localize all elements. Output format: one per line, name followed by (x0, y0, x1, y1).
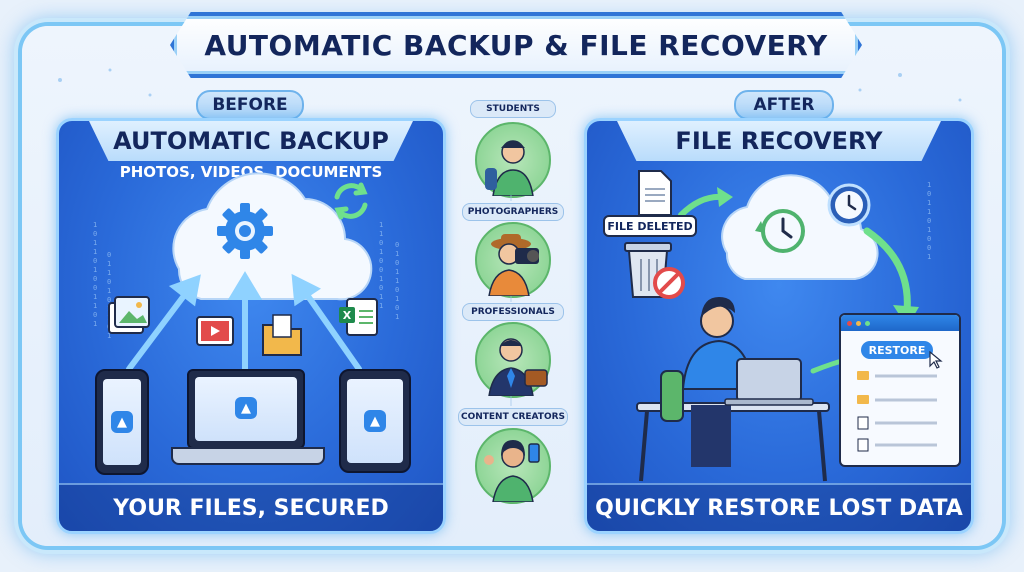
after-tag-label: AFTER (753, 95, 815, 115)
user-label-professionals: PROFESSIONALS (462, 303, 564, 321)
upload-arrows (126, 271, 362, 372)
file-deleted-text: FILE DELETED (607, 219, 693, 233)
binary-column: 0 1 0 1 1 0 1 0 1 (395, 241, 400, 321)
professional-avatar (475, 322, 551, 398)
tablet-device: ▲ (339, 369, 411, 473)
person-at-laptop (636, 297, 857, 482)
recovery-illustration (624, 170, 919, 482)
laptop-device: ▲ (187, 369, 305, 449)
user-label-content-creators: CONTENT CREATORS (458, 408, 568, 426)
laptop-base (171, 447, 325, 465)
cloud-upload-icon: ▲ (364, 410, 386, 432)
photo-file-icon (108, 296, 150, 334)
content-creator-avatar (475, 428, 551, 504)
document-icon (638, 170, 672, 216)
transfer-arrow (678, 193, 726, 218)
svg-text:X: X (343, 309, 352, 322)
restore-button[interactable]: RESTORE (861, 341, 933, 359)
title-banner: AUTOMATIC BACKUP & FILE RECOVERY (170, 12, 862, 78)
binary-column: 1 0 1 1 0 1 0 0 1 1 0 1 (93, 221, 98, 328)
folder-icon (857, 371, 869, 380)
binary-column: 1 0 1 1 0 1 0 0 1 (927, 181, 932, 261)
cloud-upload-icon: ▲ (111, 411, 133, 433)
recovery-footer: QUICKLY RESTORE LOST DATA (587, 483, 971, 531)
professional-icon (488, 338, 548, 397)
document-icon (857, 416, 869, 430)
photographer-icon (488, 234, 539, 297)
blocked-icon (653, 267, 685, 299)
page-title: AUTOMATIC BACKUP & FILE RECOVERY (204, 28, 828, 62)
backup-panel: AUTOMATIC BACKUP PHOTOS, VIDEOS, DOCUMEN… (56, 118, 446, 534)
restore-window: RESTORE (839, 313, 961, 467)
photographer-avatar (475, 222, 551, 298)
phone-device: ▲ (95, 369, 149, 475)
video-file-icon (196, 316, 234, 346)
user-label-photographers: PHOTOGRAPHERS (462, 203, 564, 221)
before-tag-label: BEFORE (212, 95, 288, 115)
cloud-upload-icon: ▲ (235, 397, 257, 419)
restore-arrow (863, 227, 911, 315)
window-dot-icon (865, 320, 870, 326)
content-creator-icon (484, 440, 540, 503)
student-avatar (475, 122, 551, 198)
sync-icon (334, 182, 368, 220)
file-deleted-label: FILE DELETED (603, 215, 697, 237)
cursor-icon (929, 351, 943, 369)
window-dot-icon (856, 320, 861, 326)
binary-column: 1 1 0 1 0 0 1 0 1 1 (379, 221, 384, 310)
student-icon (485, 140, 534, 197)
folder-icon (262, 314, 302, 356)
window-titlebar (841, 315, 959, 331)
recovery-panel: FILE RECOVERY 1 0 1 1 0 1 0 0 1 (584, 118, 974, 534)
backup-illustration: X (108, 172, 378, 372)
restore-button-label: RESTORE (868, 343, 926, 357)
backup-subheading: PHOTOS, VIDEOS, DOCUMENTS (119, 163, 383, 181)
cloud-icon (172, 172, 373, 301)
document-icon (857, 438, 869, 452)
window-dot-icon (847, 320, 852, 326)
spreadsheet-file-icon: X (339, 298, 378, 336)
gear-icon (217, 203, 273, 259)
after-tag: AFTER (734, 90, 834, 120)
clock-icon (827, 183, 871, 227)
backup-footer: YOUR FILES, SECURED (59, 483, 443, 531)
folder-icon (857, 395, 869, 404)
recovery-heading: FILE RECOVERY (617, 121, 941, 161)
file-list (857, 371, 937, 452)
user-label-students: STUDENTS (470, 100, 556, 118)
backup-heading: AUTOMATIC BACKUP (89, 121, 413, 161)
